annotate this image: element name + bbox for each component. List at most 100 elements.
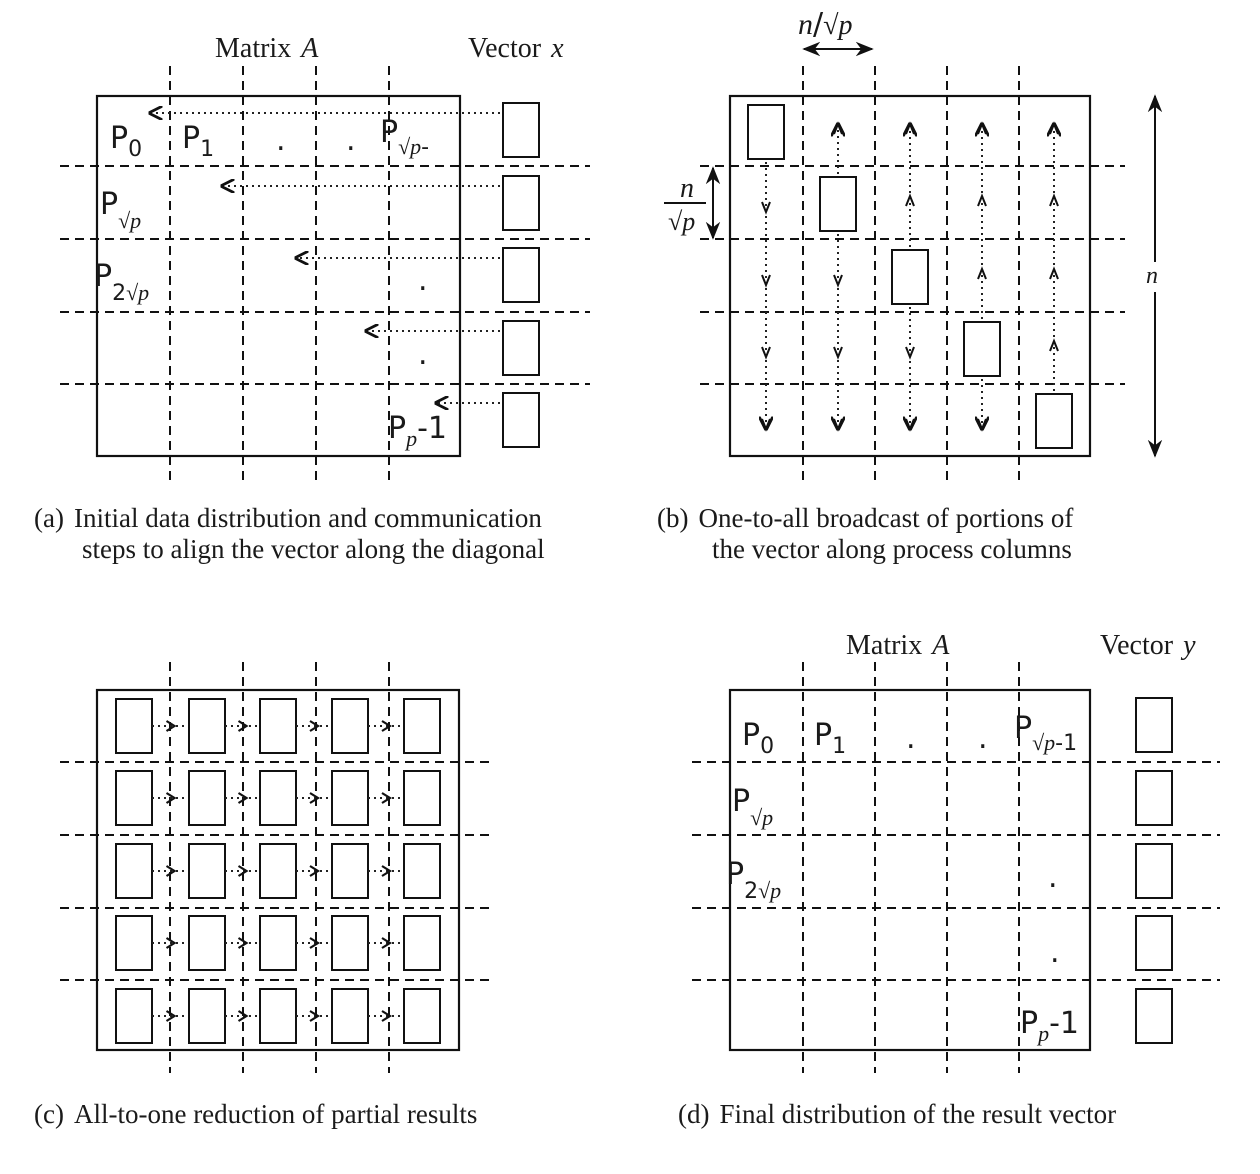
reduction-arrow-head bbox=[237, 937, 249, 949]
dot-1: . bbox=[276, 123, 286, 158]
reduction-arrow-head bbox=[237, 720, 249, 732]
reduction-arrow-head bbox=[309, 1010, 321, 1022]
partial-result-block bbox=[403, 698, 441, 754]
dim-label-left-den: √p bbox=[668, 207, 695, 236]
label-p-last: Pp-1 bbox=[388, 411, 447, 451]
partial-result-block bbox=[259, 698, 297, 754]
broadcast-arrow-head bbox=[905, 346, 915, 360]
broadcast-arrow-head bbox=[833, 346, 843, 360]
reduction-arrow-head bbox=[237, 865, 249, 877]
reduction-arrow-head bbox=[309, 865, 321, 877]
diagonal-block bbox=[819, 176, 857, 232]
diagonal-block bbox=[891, 249, 929, 305]
reduction-arrow-head bbox=[381, 792, 393, 804]
partial-result-block bbox=[259, 770, 297, 826]
partial-result-block bbox=[403, 988, 441, 1044]
diagonal-block bbox=[1035, 393, 1073, 449]
vector-block bbox=[502, 320, 540, 376]
label-p-sqrtp-minus: P√p- bbox=[380, 115, 429, 160]
reduction-arrow-head bbox=[381, 1010, 393, 1022]
broadcast-arrow-head bbox=[977, 418, 987, 432]
broadcast-arrow-head bbox=[1049, 193, 1059, 207]
reduction-arrow-head bbox=[381, 937, 393, 949]
broadcast-arrow-head bbox=[905, 193, 915, 207]
broadcast-arrow-head bbox=[833, 418, 843, 432]
label-p-2sqrtp: P2√p bbox=[94, 259, 149, 306]
caption-a-line1: (a)Initial data distribution and communi… bbox=[34, 503, 542, 533]
caption-c: (c)All-to-one reduction of partial resul… bbox=[34, 1099, 477, 1129]
caption-b-line2: the vector along process columns bbox=[712, 534, 1072, 564]
label-d-p-sqrtp-minus1: P√p-1 bbox=[1014, 711, 1077, 756]
partial-result-block bbox=[259, 915, 297, 971]
vector-y-blocks bbox=[1135, 697, 1173, 1044]
vector-x-blocks bbox=[502, 102, 540, 448]
dot-d-diag-2: . bbox=[1050, 935, 1060, 970]
label-d-p1: P1 bbox=[814, 718, 846, 759]
matrix-d-border bbox=[728, 688, 1092, 1052]
dim-label-left-num: n bbox=[680, 173, 694, 204]
vector-block bbox=[1135, 988, 1173, 1044]
panel-b-grid bbox=[700, 66, 1125, 480]
reduction-arrow-head bbox=[309, 792, 321, 804]
broadcast-arrow-head bbox=[1049, 121, 1059, 135]
label-d-p-sqrtp: P√p bbox=[732, 784, 773, 830]
vector-block bbox=[1135, 770, 1173, 826]
partial-result-block bbox=[115, 698, 153, 754]
broadcast-arrow-head bbox=[1049, 338, 1059, 352]
reduction-arrow-head bbox=[237, 792, 249, 804]
broadcast-arrow-head bbox=[833, 274, 843, 288]
partial-result-block bbox=[188, 988, 226, 1044]
broadcast-arrow-head bbox=[977, 266, 987, 280]
dot-2: . bbox=[346, 123, 356, 158]
reduction-arrow-head bbox=[237, 1010, 249, 1022]
vector-block bbox=[502, 175, 540, 231]
partial-result-block bbox=[188, 915, 226, 971]
broadcast-arrow-head bbox=[977, 121, 987, 135]
label-d-p-2sqrtp: P2√p bbox=[726, 857, 781, 904]
partial-result-block bbox=[115, 988, 153, 1044]
partial-result-block bbox=[188, 770, 226, 826]
broadcast-arrow-head bbox=[761, 418, 771, 432]
partial-result-block bbox=[115, 843, 153, 899]
reduction-arrow-head bbox=[165, 792, 177, 804]
caption-b-line1: (b)One-to-all broadcast of portions of bbox=[657, 503, 1073, 533]
partial-result-block bbox=[188, 698, 226, 754]
label-d-p0: P0 bbox=[742, 718, 774, 759]
partial-result-block bbox=[403, 843, 441, 899]
broadcast-arrow-head bbox=[905, 121, 915, 135]
vector-block bbox=[1135, 697, 1173, 753]
vector-block bbox=[502, 392, 540, 448]
panel-b-broadcast-arrows bbox=[761, 121, 1059, 432]
broadcast-arrow-head bbox=[833, 121, 843, 135]
label-d-p-last: Pp-1 bbox=[1020, 1006, 1079, 1046]
diagonal-vector-blocks bbox=[747, 104, 1073, 449]
broadcast-arrow-head bbox=[1049, 266, 1059, 280]
broadcast-arrow-head bbox=[761, 274, 771, 288]
dim-label-right: n bbox=[1146, 263, 1158, 289]
matrix-a-border bbox=[95, 94, 462, 458]
matrix-b-border bbox=[728, 94, 1092, 458]
dot-diag-1: . bbox=[418, 263, 428, 298]
partial-result-block bbox=[188, 843, 226, 899]
diagonal-block bbox=[747, 104, 785, 160]
reduction-arrow-head bbox=[309, 720, 321, 732]
partial-result-block bbox=[331, 770, 369, 826]
partial-result-block bbox=[331, 988, 369, 1044]
broadcast-arrow-head bbox=[761, 346, 771, 360]
vector-block bbox=[502, 102, 540, 158]
panel-a-alignment-arrows bbox=[150, 113, 500, 403]
partial-result-block bbox=[115, 915, 153, 971]
caption-a-line2: steps to align the vector along the diag… bbox=[82, 534, 545, 564]
partial-result-block bbox=[331, 698, 369, 754]
partial-result-block bbox=[403, 915, 441, 971]
panel-d-grid bbox=[692, 662, 1220, 1073]
label-p-sqrtp: P√p bbox=[100, 187, 141, 233]
partial-result-block bbox=[115, 770, 153, 826]
reduction-arrow-head bbox=[381, 865, 393, 877]
